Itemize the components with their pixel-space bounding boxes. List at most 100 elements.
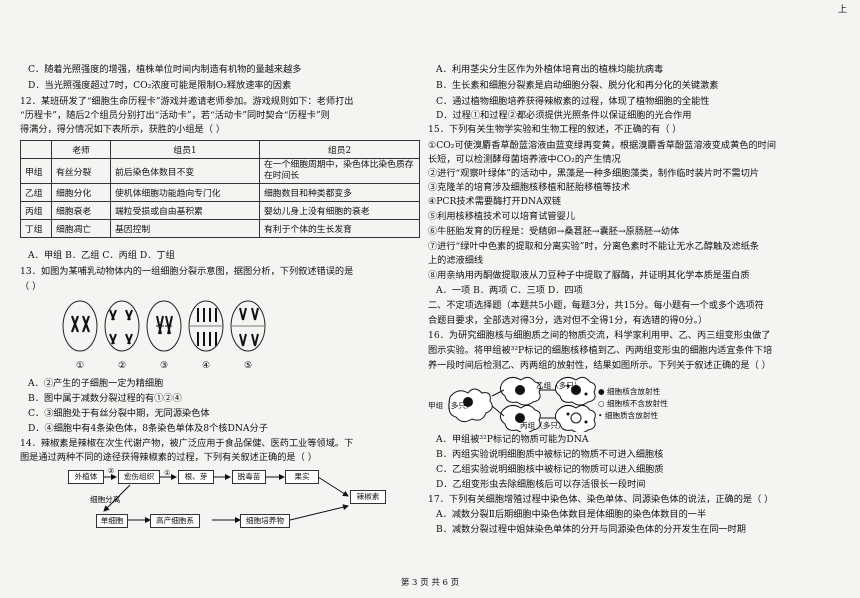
q16-option-d: D．乙组变形虫去除细胞核后可以存活很长一段时间 [436, 479, 646, 490]
q15-item: ③克隆羊的培育涉及细胞核移植和胚胎移植等技术 [428, 182, 631, 193]
flow-explant: 外植体 [68, 470, 104, 484]
table-header-cell: 老师 [51, 140, 111, 159]
q15-item: ⑦进行“绿叶中色素的提取和分离实验”时，分离色素时不能让无水乙醇触及滤纸条 [428, 241, 759, 252]
cell-division-figure: ① ② ③ ④ ⑤ [62, 300, 266, 371]
cell-2 [104, 300, 140, 352]
cell-1 [62, 300, 98, 352]
q16-option-a: A．甲组被³²P标记的物质可能为DNA [436, 434, 589, 445]
cell-label: ⑤ [244, 361, 252, 371]
cell-3 [146, 300, 182, 352]
flow-capsaicin: 辣椒素 [350, 490, 386, 504]
cell-5 [230, 300, 266, 352]
flow-cell-culture: 细胞培养物 [240, 514, 290, 528]
q15-item: 上的滤液细线 [428, 255, 484, 266]
legend-item: • 细胞质含放射性 [598, 411, 659, 420]
q15-item: 长短，可以检测酵母菌培养液中CO₂的产生情况 [428, 154, 621, 165]
q15-item: ⑥牛胚胎发育的历程是：受精卵→桑葚胚→囊胚→原肠胚→幼体 [428, 226, 680, 237]
q16-option-c: C．乙组实验说明细胞核中被标记的物质可以进入细胞质 [436, 464, 664, 475]
q15-item: ①CO₂可使溴麝香草酚蓝溶液由蓝变绿再变黄，根据溴麝香草酚蓝溶液变成黄色的时间 [428, 140, 777, 151]
section-2-heading-1: 二、不定项选择题（本题共5小题，每题3分，共15分。每小题有一个或多个选项符 [428, 300, 764, 311]
table-header-row: 老师 组员1 组员2 [20, 140, 420, 159]
q17-stem: 17．下列有关细胞增殖过程中染色体、染色单体、同源染色体的说法，正确的是（ ） [428, 494, 774, 505]
q14-stem-2: 图是通过两种不同的途径获得辣椒素的过程，下列有关叙述正确的是（ ） [20, 452, 317, 463]
q12-stem-1: 12．某班研发了“细胞生命历程卡”游戏并邀请老师参加。游戏规则如下：老师打出 [20, 96, 354, 107]
q15-item: ⑧用亲纳用丙酮做提取液从刀豆种子中提取了脲酶，并证明其化学本质是蛋白质 [428, 270, 750, 281]
group-a-label: 甲组（多只） [428, 401, 474, 410]
q13-stem-1: 13．如图为某哺乳动物体内的一组细胞分裂示意图，据图分析，下列叙述错误的是 [20, 266, 354, 277]
flow-seedling: 脱毒苗 [232, 470, 266, 484]
table-row: 丁组 细胞凋亡 基因控制 有利于个体的生长发育 [20, 219, 420, 238]
corner-mark: 上 [838, 5, 848, 15]
table-cell: 在一个细胞周期中，染色体比染色质存在时间长 [259, 158, 420, 184]
table-cell: 细胞凋亡 [51, 219, 111, 238]
q16-stem-1: 16．为研究细胞核与细胞质之间的物质交流，科学家利用甲、乙、丙三组变形虫做了 [428, 330, 771, 341]
legend-item: ● 细胞核含放射性 [598, 387, 661, 396]
flow-high-yield-line: 高产细胞系 [150, 514, 200, 528]
table-cell: 细胞数目和种类都变多 [259, 183, 420, 202]
group-b-label: 乙组（多只） [536, 381, 582, 390]
flow-callus: 愈伤组织 [118, 470, 160, 484]
table-cell: 乙组 [20, 183, 52, 202]
table-row: 丙组 细胞衰老 端粒受损或自由基积累 婴幼儿身上没有细胞的衰老 [20, 201, 420, 220]
q12-options: A．甲组 B．乙组 C．丙组 D．丁组 [28, 250, 175, 261]
q13-option-a: A．②产生的子细胞一定为精细胞 [28, 378, 164, 389]
q12-stem-2: “历程卡”，随后2个组员分别打出“活动卡”，若“活动卡”同时契合“历程卡”则 [20, 110, 330, 121]
cell-label: ② [118, 361, 126, 371]
q15-item: ④PCR技术需要酶打开DNA双链 [428, 196, 562, 207]
q13-stem-2: （ ） [20, 281, 42, 292]
cell-label: ① [76, 361, 84, 371]
q11-option-c: C．随着光照强度的增强，植株单位时间内制造有机物的量越来越多 [28, 64, 302, 75]
q16-option-b: B．丙组实验说明细胞质中被标记的物质不可进入细胞核 [436, 449, 664, 460]
table-cell: 婴幼儿身上没有细胞的衰老 [259, 201, 420, 220]
flow-arrows: ① ② [98, 467, 349, 523]
cell-label: ③ [160, 361, 168, 371]
q14-stem-1: 14．辣椒素是辣椒在次生代谢产物，被广泛应用于食品保健、医药工业等领域。下 [20, 438, 354, 449]
flow-single-cell: 单细胞 [96, 514, 128, 528]
q12-table: 老师 组员1 组员2 甲组 有丝分裂 前后染色体数目不变 在一个细胞周期中，染色… [20, 140, 420, 238]
table-cell: 甲组 [20, 158, 52, 184]
table-row: 乙组 细胞分化 使机体细胞功能趋向专门化 细胞数目和种类都变多 [20, 183, 420, 202]
q13-option-c: C．③细胞处于有丝分裂中期，无同源染色体 [28, 408, 210, 419]
table-cell: 丙组 [20, 201, 52, 220]
svg-text:②: ② [108, 467, 114, 475]
cell-label: ④ [202, 361, 210, 371]
table-cell: 有利于个体的生长发育 [259, 219, 420, 238]
table-header-cell [20, 140, 52, 159]
table-cell: 使机体细胞功能趋向专门化 [110, 183, 260, 202]
amoeba-diagram [448, 376, 596, 432]
q14-option-b: B．生长素和细胞分裂素是启动细胞分裂、脱分化和再分化的关键激素 [436, 80, 719, 91]
table-row: 甲组 有丝分裂 前后染色体数目不变 在一个细胞周期中，染色体比染色质存在时间长 [20, 158, 420, 184]
flow-roots-buds: 根、芽 [178, 470, 214, 484]
table-cell: 前后染色体数目不变 [110, 158, 260, 184]
table-cell: 丁组 [20, 219, 52, 238]
section-2-heading-2: 合题目要求，全部选对得3分，选对但不全得1分，有选错的得0分。） [428, 315, 708, 326]
q11-option-d: D．当光照强度超过7时，CO₂浓度可能是限制O₂释放速率的因素 [28, 80, 292, 91]
q16-stem-3: 养一段时间后检测乙、丙两组的放射性，结果如图所示。下列关于叙述正确的是（ ） [428, 360, 771, 371]
legend-item: ○ 细胞核不含放射性 [598, 399, 668, 408]
flow-fruit: 果实 [285, 470, 319, 484]
table-cell: 细胞衰老 [51, 201, 111, 220]
flow-cell-separation: 细胞分离 [90, 495, 121, 504]
q15-options: A．一项 B．两项 C．三项 D．四项 [436, 285, 583, 296]
page-number: 第 3 页 共 6 页 [400, 578, 460, 588]
q13-option-d: D．④细胞中有4条染色体，8条染色单体及8个核DNA分子 [28, 423, 268, 434]
table-cell: 端粒受损或自由基积累 [110, 201, 260, 220]
q14-option-d: D．过程①和过程②都必须提供光照条件以保证细胞的光合作用 [436, 110, 692, 121]
q15-item: ⑤利用核移植技术可以培育试管婴儿 [428, 211, 575, 222]
table-header-cell: 组员1 [110, 140, 260, 159]
q16-stem-2: 图示实验。将甲组被³²P标记的细胞核移植到乙、丙两组变形虫的细胞内适宜条件下培 [428, 345, 773, 356]
svg-text:①: ① [164, 469, 170, 477]
q13-option-b: B．图中属于减数分裂过程的有①②④ [28, 393, 182, 404]
q14-option-a: A．利用茎尖分生区作为外植体培育出的植株均能抗病毒 [436, 64, 664, 75]
q14-option-c: C．通过植物细胞培养获得辣椒素的过程，体现了植物细胞的全能性 [436, 96, 710, 107]
q17-option-a: A．减数分裂Ⅱ后期细胞中染色体数目是体细胞的染色体数目的一半 [436, 509, 707, 520]
q17-option-b: B．减数分裂过程中姐妹染色单体的分开与同源染色体的分开发生在同一时期 [436, 524, 746, 535]
q12-stem-3: 得满分，得分情况如下表所示，获胜的小组是（ ） [20, 124, 226, 135]
q15-item: ②进行“观察叶绿体”的活动中，黑藻是一种多细胞藻类，制作临时装片时不需切片 [428, 168, 759, 179]
group-c-label: 丙组（多只） [520, 421, 566, 430]
table-cell: 有丝分裂 [51, 158, 111, 184]
table-header-cell: 组员2 [259, 140, 420, 159]
table-cell: 细胞分化 [51, 183, 111, 202]
q15-stem: 15．下列有关生物学实验和生物工程的叙述，不正确的有（ ） [428, 124, 682, 135]
table-cell: 基因控制 [110, 219, 260, 238]
